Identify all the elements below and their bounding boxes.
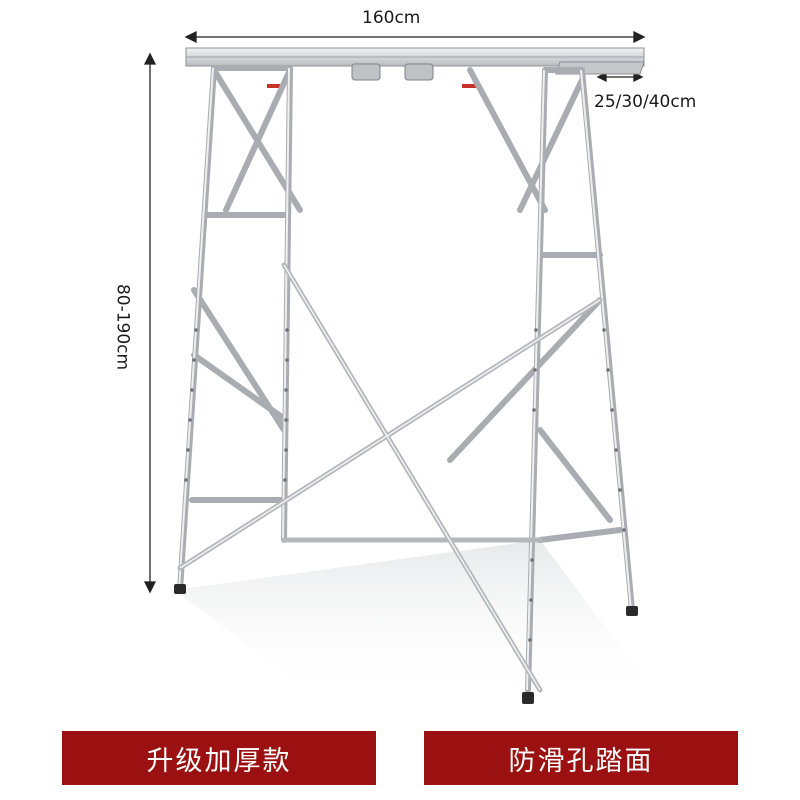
height-dimension-line xyxy=(143,52,157,594)
right-frame-highlight xyxy=(526,69,632,691)
depth-dimension-label: 25/30/40cm xyxy=(594,92,697,112)
rubber-feet xyxy=(174,584,638,704)
feature-banner-anti-slip-tread: 防滑孔踏面 xyxy=(424,731,738,785)
width-dimension-line xyxy=(184,30,646,44)
top-platform-deck xyxy=(185,47,645,81)
red-latch-tags xyxy=(267,84,480,88)
left-end-frame xyxy=(177,65,303,593)
height-dimension-label: 80-190cm xyxy=(112,283,133,371)
leg-adjustment-holes xyxy=(184,328,626,642)
cross-brace-highlight xyxy=(179,264,601,691)
floor-shadow xyxy=(175,540,660,700)
depth-dimension-line xyxy=(596,71,644,83)
feature-banner-upgraded-thick: 升级加厚款 xyxy=(62,731,376,785)
width-dimension-label: 160cm xyxy=(362,8,421,28)
